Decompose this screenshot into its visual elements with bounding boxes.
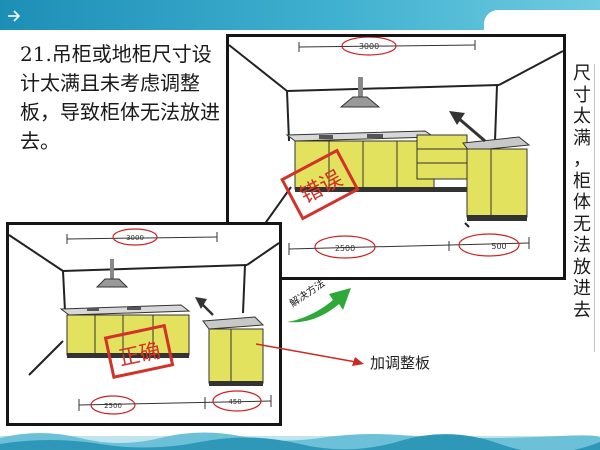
chevron-right-icon[interactable]: [6, 8, 22, 24]
room-lines: [9, 234, 279, 376]
dim-bottom-left-label: 2500: [104, 402, 122, 410]
range-hood: [95, 259, 129, 288]
side-label-char: 满: [573, 127, 591, 149]
side-label-char: 太: [573, 106, 591, 127]
dim-top-circle: [341, 37, 397, 56]
dim-bottom-right-circle: [212, 390, 262, 412]
dim-top-label: 3000: [126, 234, 144, 242]
side-label-char: 尺: [573, 63, 591, 84]
range-hood: [339, 77, 381, 108]
wrong-design-sketch: 3000: [229, 37, 563, 264]
side-label-char: ，: [573, 149, 591, 170]
photo-correct-design: 3000: [6, 222, 282, 426]
photo-wrong-design: 3000: [226, 34, 566, 280]
dimension-top-line: [66, 232, 218, 244]
dim-bottom-left-label: 2500: [335, 244, 355, 253]
inserted-cabinet: [202, 316, 265, 386]
dim-bottom-left-circle: [314, 235, 376, 259]
dimension-top-line: [298, 40, 476, 52]
dim-top-label: 3000: [359, 42, 379, 51]
side-label: 尺 寸 太 满 ， 柜 体 无 法 放 进 去: [566, 63, 598, 321]
side-label-char: 寸: [573, 84, 591, 106]
dim-top-circle: [112, 228, 158, 246]
dim-bottom-right-label: 450: [228, 398, 241, 406]
base-cabinets: [285, 130, 468, 192]
side-label-char: 去: [573, 299, 591, 321]
bottom-wave-decoration: [0, 432, 600, 450]
dim-bottom-left-circle: [90, 395, 136, 415]
correct-design-sketch: 3000: [9, 228, 279, 415]
annotation-pointer-icon: [256, 343, 364, 366]
dimension-bottom-line: [78, 395, 272, 411]
slide-title: 21.吊柜或地柜尺寸设计太满且未考虑调整板，导致柜体无法放进去。: [20, 42, 220, 153]
side-label-char: 法: [573, 235, 591, 256]
side-label-char: 放: [573, 256, 591, 278]
side-divider: [594, 64, 595, 352]
push-arrow: [449, 111, 486, 143]
banner-tab: [484, 10, 600, 32]
side-label-char: 无: [573, 213, 591, 235]
dimension-bottom-line: [288, 237, 530, 255]
solution-arrow-icon: [287, 288, 351, 323]
side-label-char: 进: [573, 278, 591, 299]
push-arrow: [195, 297, 214, 316]
side-label-char: 柜: [573, 170, 591, 192]
dim-bottom-right-circle: [458, 233, 520, 257]
top-banner: [0, 0, 600, 32]
annotation-label: 加调整板: [370, 354, 431, 372]
dim-bottom-right-label: 500: [491, 242, 506, 251]
loose-cabinet: [462, 136, 531, 221]
side-label-char: 体: [573, 192, 591, 213]
